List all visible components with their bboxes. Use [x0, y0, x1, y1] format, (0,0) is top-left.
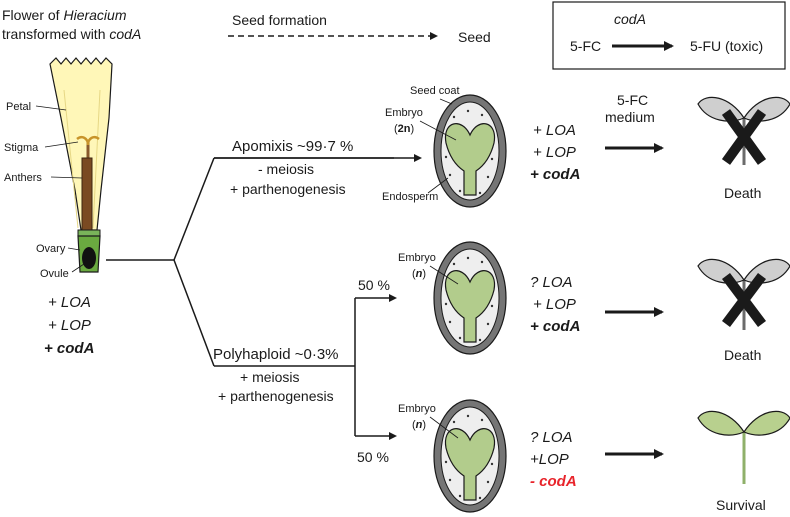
medium-label-line1: 5-FC — [617, 92, 648, 108]
flower-marker-loa: + LOA — [48, 294, 91, 311]
flower-illustration — [49, 57, 113, 273]
flower-title-line2: transformed with codA — [2, 26, 141, 42]
upper-ploidy: (n) — [412, 268, 426, 280]
lower-marker-coda: - codA — [530, 473, 577, 490]
apomixis-line3: + parthenogenesis — [230, 181, 346, 197]
upper-marker-coda: + codA — [530, 318, 580, 335]
petal-label: Petal — [6, 101, 31, 113]
endosperm-label: Endosperm — [382, 191, 438, 203]
ovary-label: Ovary — [36, 243, 66, 255]
upper-marker-lop: + LOP — [533, 296, 576, 313]
death-cross-1 — [721, 109, 767, 165]
flower-title-line1: Flower of Hieracium — [2, 7, 127, 23]
medium-label-line2: medium — [605, 109, 655, 125]
embryo-polyhaploid-upper — [444, 270, 496, 343]
death-cross-2 — [722, 273, 766, 327]
flower-marker-coda: + codA — [44, 340, 94, 357]
anthers-shape — [81, 157, 93, 233]
outcome-death-1: Death — [724, 185, 761, 201]
lower-embryo-label: Embryo — [398, 403, 436, 415]
apomixis-title: Apomixis ~99·7 % — [232, 138, 353, 155]
seed-polyhaploid-lower — [433, 399, 507, 513]
apomixis-line2: - meiosis — [258, 161, 314, 177]
seedling-dead-2 — [697, 258, 790, 330]
reaction-product: 5-FU (toxic) — [690, 38, 763, 54]
polyhaploid-line3: + parthenogenesis — [218, 388, 334, 404]
apomixis-marker-lop: + LOP — [533, 144, 576, 161]
stigma-label: Stigma — [4, 142, 39, 154]
ovule-label: Ovule — [40, 268, 69, 280]
branch-bottom-percent: 50 % — [357, 449, 389, 465]
upper-marker-loa: ? LOA — [530, 274, 573, 291]
outcome-death-2: Death — [724, 347, 761, 363]
embryo-polyhaploid-lower — [444, 428, 496, 501]
flower-marker-lop: + LOP — [48, 317, 91, 334]
seedling-alive — [697, 410, 790, 484]
apomixis-marker-loa: + LOA — [533, 122, 576, 139]
polyhaploid-line2: + meiosis — [240, 369, 300, 385]
embryo-apomixis — [444, 123, 496, 196]
seed-label: Seed — [458, 29, 491, 45]
seed-coat-label: Seed coat — [410, 85, 460, 97]
apomixis-marker-coda: + codA — [530, 166, 580, 183]
lower-ploidy: (n) — [412, 419, 426, 431]
outcome-survival: Survival — [716, 497, 766, 513]
apomixis-ploidy: (2n) — [394, 123, 414, 135]
petal-shape — [49, 57, 113, 231]
reaction-enzyme: codA — [614, 11, 646, 27]
anthers-label: Anthers — [4, 172, 42, 184]
polyhaploid-title: Polyhaploid ~0·3% — [213, 346, 339, 363]
lower-marker-lop: +LOP — [530, 451, 569, 468]
seedling-dead-1 — [697, 96, 790, 165]
branch-top-percent: 50 % — [358, 277, 390, 293]
apomixis-embryo-label: Embryo — [385, 107, 423, 119]
seed-formation-label: Seed formation — [232, 12, 327, 28]
seed-apomixis — [433, 94, 507, 208]
lower-marker-loa: ? LOA — [530, 429, 573, 446]
reaction-substrate: 5-FC — [570, 38, 601, 54]
upper-embryo-label: Embryo — [398, 252, 436, 264]
reaction-box — [552, 1, 786, 70]
ovule-shape — [82, 247, 96, 269]
seed-polyhaploid-upper — [433, 241, 507, 355]
